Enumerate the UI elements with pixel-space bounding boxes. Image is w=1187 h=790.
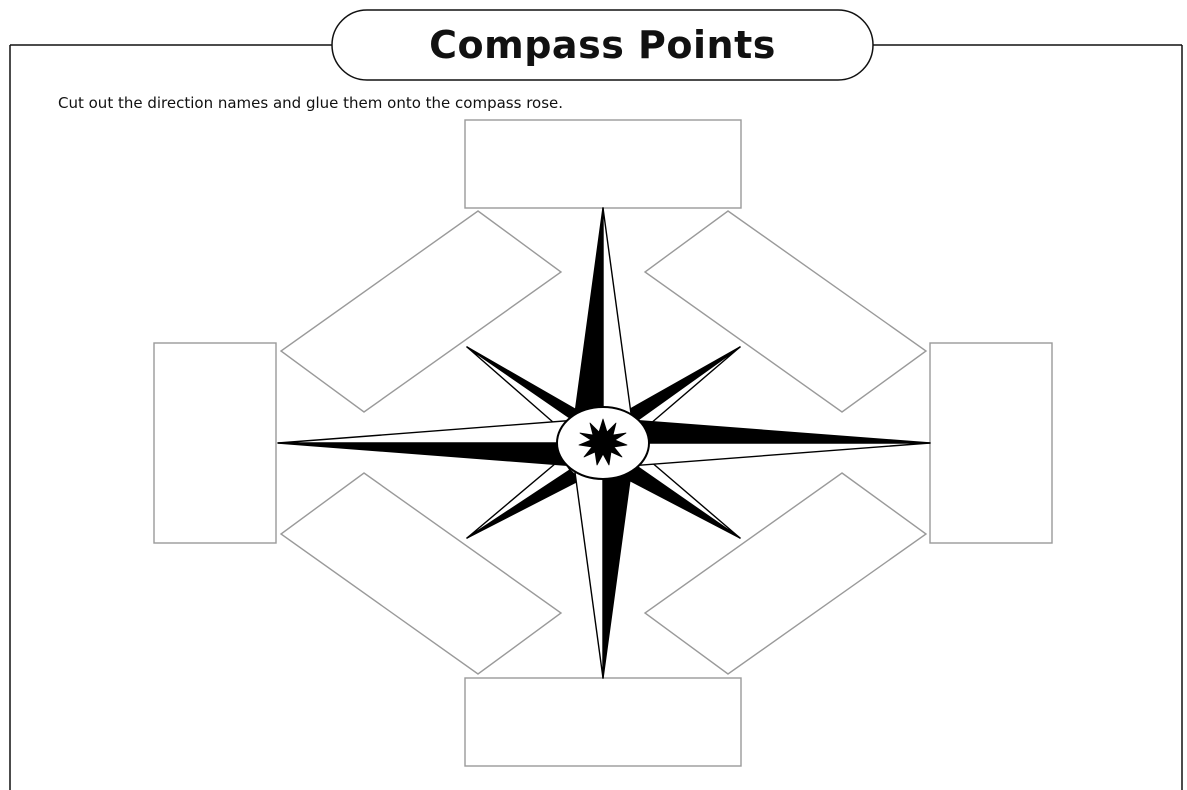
star-point-southwest-dark	[467, 470, 580, 538]
star-point-east-light	[603, 443, 930, 468]
label-box-south	[465, 678, 741, 766]
label-box-north	[465, 120, 741, 208]
star-point-northwest-light	[467, 347, 570, 430]
star-point-west-light	[278, 418, 603, 443]
compass-star	[278, 208, 930, 678]
star-point-northwest-dark	[467, 347, 580, 418]
star-point-southeast-dark	[625, 465, 740, 538]
label-box-west	[154, 343, 276, 543]
star-point-southwest-light	[467, 458, 570, 538]
star-point-east-dark	[603, 418, 930, 443]
star-point-northeast-light	[635, 347, 740, 430]
star-point-northeast-dark	[625, 347, 740, 422]
star-point-west-dark	[278, 443, 603, 468]
star-point-southeast-light	[635, 455, 740, 538]
label-box-east	[930, 343, 1052, 543]
